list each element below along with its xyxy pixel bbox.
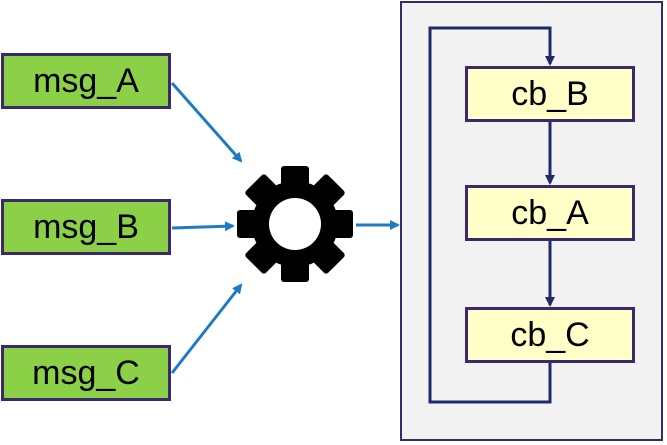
callback-box-cb-a: cb_A bbox=[465, 185, 635, 241]
message-label: msg_B bbox=[33, 207, 139, 246]
arrow-msg-a-to-executor bbox=[170, 82, 243, 163]
callback-label: cb_B bbox=[511, 74, 589, 113]
callback-box-cb-b: cb_B bbox=[465, 66, 635, 122]
gear-icon bbox=[237, 166, 353, 282]
message-box-msg-a: msg_A bbox=[1, 53, 171, 109]
callback-label: cb_C bbox=[510, 315, 590, 354]
message-box-msg-b: msg_B bbox=[1, 199, 171, 255]
arrow-msg-b-to-executor bbox=[171, 221, 235, 232]
message-label: msg_A bbox=[33, 61, 139, 100]
callback-box-cb-c: cb_C bbox=[465, 307, 635, 363]
loop-back-arrow bbox=[428, 26, 555, 404]
message-label: msg_C bbox=[32, 353, 140, 392]
message-box-msg-c: msg_C bbox=[1, 345, 171, 401]
callback-label: cb_A bbox=[511, 193, 589, 232]
arrow-msg-c-to-executor bbox=[170, 283, 243, 374]
